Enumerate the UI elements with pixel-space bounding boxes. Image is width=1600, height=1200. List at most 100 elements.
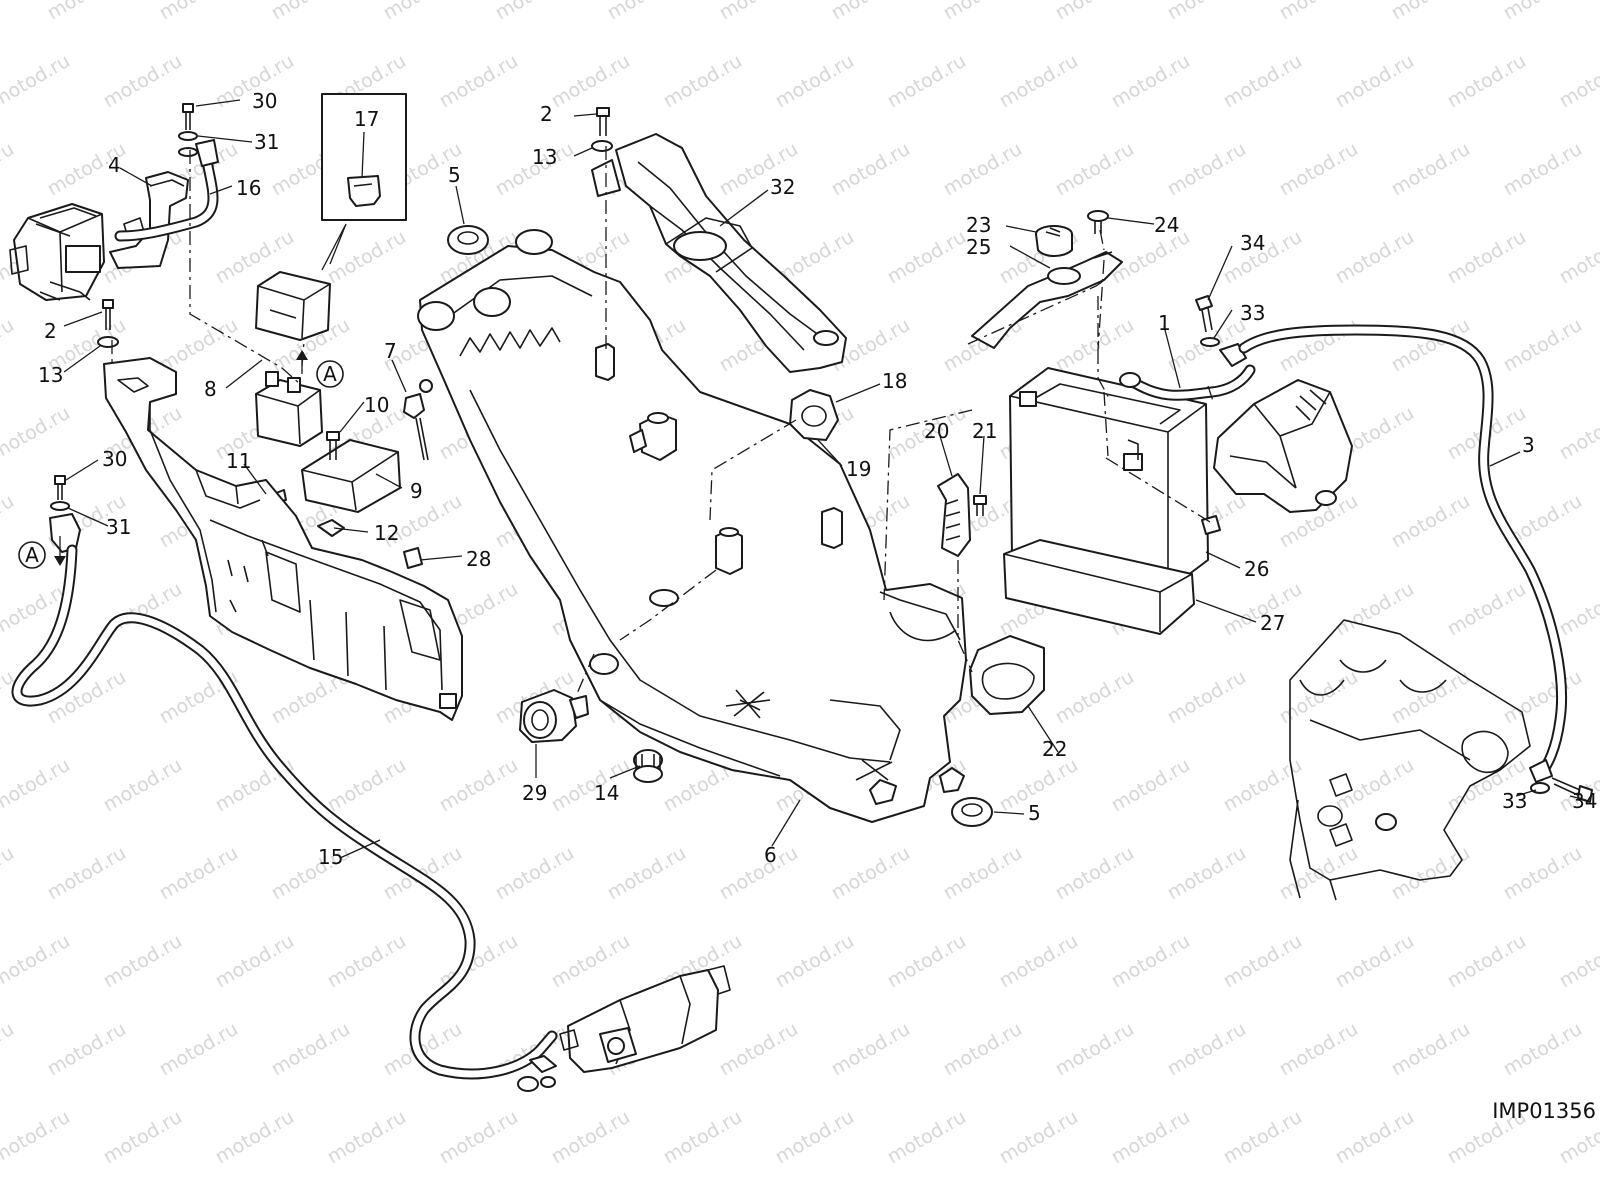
cable-1 bbox=[1119, 364, 1256, 401]
screw-30-lower bbox=[49, 475, 81, 553]
watermark-text: motod.ru bbox=[436, 754, 522, 817]
watermark-text: motod.ru bbox=[548, 930, 634, 993]
watermark-text: motod.ru bbox=[1052, 842, 1138, 905]
image-code: IMP01356 bbox=[1492, 1099, 1596, 1123]
watermark-text: motod.ru bbox=[44, 1194, 130, 1200]
watermark-text: motod.ru bbox=[1388, 0, 1474, 24]
callout-22: 22 bbox=[1042, 737, 1067, 761]
engine-crankcase bbox=[1289, 619, 1531, 901]
callout-30: 30 bbox=[102, 447, 127, 471]
starter-relay-cover bbox=[9, 203, 105, 301]
watermark-text: motod.ru bbox=[772, 1106, 858, 1169]
watermark-text: motod.ru bbox=[44, 1018, 130, 1081]
assembly-lines bbox=[111, 146, 1215, 697]
watermark-text: motod.ru bbox=[0, 0, 18, 24]
watermark-text: motod.ru bbox=[1108, 1106, 1194, 1169]
callout-17: 17 bbox=[354, 107, 379, 131]
watermark-text: motod.ru bbox=[0, 754, 74, 817]
watermark-text: motod.ru bbox=[1332, 50, 1418, 113]
fuse-detail-box bbox=[321, 93, 407, 221]
watermark-text: motod.ru bbox=[268, 1018, 354, 1081]
callout-27: 27 bbox=[1260, 611, 1285, 635]
battery-strap-25 bbox=[971, 251, 1123, 349]
watermark-text: motod.ru bbox=[1276, 1018, 1362, 1081]
svg-text:A: A bbox=[25, 543, 39, 567]
watermark-text: motod.ru bbox=[884, 50, 970, 113]
watermark-text: motod.ru bbox=[1444, 930, 1530, 993]
callout-9: 9 bbox=[410, 479, 423, 503]
watermark-text: motod.ru bbox=[100, 754, 186, 817]
rubber-mount-18-19 bbox=[789, 389, 839, 441]
callout-15: 15 bbox=[318, 845, 343, 869]
callout-2: 2 bbox=[540, 102, 553, 126]
callout-19: 19 bbox=[846, 457, 871, 481]
watermark-text: motod.ru bbox=[1164, 1018, 1250, 1081]
watermark-text: motod.ru bbox=[1388, 1018, 1474, 1081]
grommet-14 bbox=[633, 749, 663, 783]
watermark-text: motod.ru bbox=[716, 842, 802, 905]
watermark-text: motod.ru bbox=[44, 0, 130, 24]
watermark-text: motod.ru bbox=[492, 842, 578, 905]
callout-25: 25 bbox=[966, 235, 991, 259]
watermark-text: motod.ru bbox=[156, 1194, 242, 1200]
watermark-text: motod.ru bbox=[1556, 226, 1600, 289]
watermark-text: motod.ru bbox=[716, 1194, 802, 1200]
watermark-text: motod.ru bbox=[0, 842, 18, 905]
callout-34: 34 bbox=[1572, 789, 1597, 813]
detail-marker-lower: A bbox=[18, 536, 66, 569]
watermark-text: motod.ru bbox=[1164, 1194, 1250, 1200]
watermark-text: motod.ru bbox=[1332, 226, 1418, 289]
watermark-text: motod.ru bbox=[1388, 490, 1474, 553]
callout-21: 21 bbox=[972, 419, 997, 443]
watermark-text: motod.ru bbox=[996, 930, 1082, 993]
callout-13: 13 bbox=[38, 363, 63, 387]
watermark-text: motod.ru bbox=[1500, 138, 1586, 201]
clamp-20 bbox=[937, 473, 971, 557]
watermark-text: motod.ru bbox=[828, 1018, 914, 1081]
watermark-text: motod.ru bbox=[44, 842, 130, 905]
watermark-text: motod.ru bbox=[1500, 0, 1586, 24]
rear-subframe-tray bbox=[417, 229, 967, 823]
watermark-text: motod.ru bbox=[940, 842, 1026, 905]
watermark-text: motod.ru bbox=[1220, 754, 1306, 817]
screw-2-left bbox=[97, 299, 119, 348]
watermark-text: motod.ru bbox=[1276, 314, 1362, 377]
watermark-text: motod.ru bbox=[884, 1106, 970, 1169]
callout-31: 31 bbox=[254, 130, 279, 154]
battery-pad bbox=[1003, 539, 1195, 635]
watermark-text: motod.ru bbox=[716, 1018, 802, 1081]
watermark-text: motod.ru bbox=[828, 0, 914, 24]
watermark-text: motod.ru bbox=[1500, 842, 1586, 905]
callout-6: 6 bbox=[764, 843, 777, 867]
watermark-text: motod.ru bbox=[1052, 138, 1138, 201]
battery-holder-bracket bbox=[1213, 379, 1353, 513]
watermark-text: motod.ru bbox=[380, 0, 466, 24]
watermark-text: motod.ru bbox=[1108, 930, 1194, 993]
watermark-text: motod.ru bbox=[1388, 842, 1474, 905]
callout-14: 14 bbox=[594, 781, 619, 805]
watermark-text: motod.ru bbox=[1164, 0, 1250, 24]
watermark-text: motod.ru bbox=[548, 50, 634, 113]
watermark-text: motod.ru bbox=[604, 0, 690, 24]
callout-4: 4 bbox=[108, 153, 121, 177]
callout-11: 11 bbox=[226, 449, 251, 473]
screw-10 bbox=[326, 431, 340, 460]
callout-18: 18 bbox=[882, 369, 907, 393]
watermark-text: motod.ru bbox=[548, 754, 634, 817]
screw-21 bbox=[973, 495, 987, 516]
callout-16: 16 bbox=[236, 176, 261, 200]
watermark-text: motod.ru bbox=[324, 226, 410, 289]
power-socket-29 bbox=[519, 689, 589, 743]
clip-23 bbox=[1035, 225, 1073, 257]
starter-motor bbox=[517, 965, 731, 1092]
watermark-text: motod.ru bbox=[1164, 138, 1250, 201]
callout-8: 8 bbox=[204, 377, 217, 401]
watermark-text: motod.ru bbox=[0, 490, 18, 553]
watermark-text: motod.ru bbox=[436, 1106, 522, 1169]
watermark-text: motod.ru bbox=[940, 1194, 1026, 1200]
leader-lines bbox=[63, 99, 1587, 859]
callout-33: 33 bbox=[1240, 301, 1265, 325]
watermark-text: motod.ru bbox=[828, 842, 914, 905]
grommet-5-bottom bbox=[951, 797, 993, 827]
